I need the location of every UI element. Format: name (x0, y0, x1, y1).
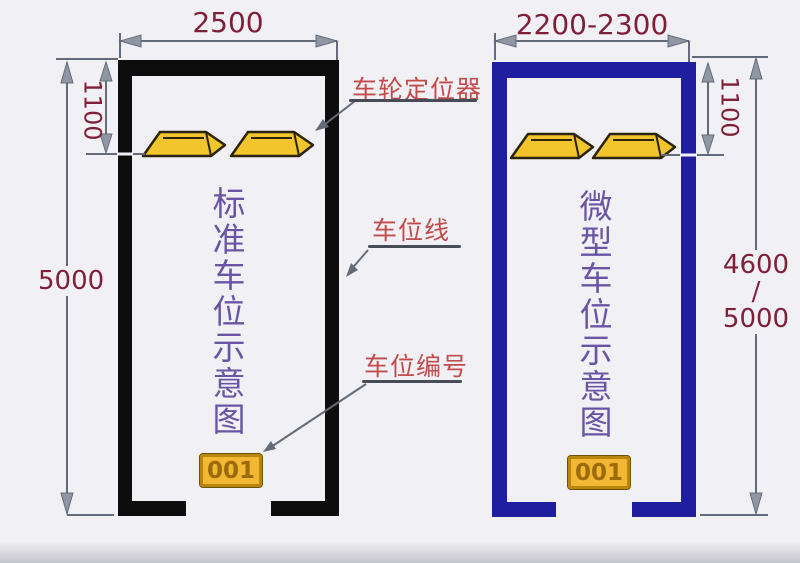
parking-number-right: 001 (574, 459, 623, 486)
dimension-wheel-offset-left (56, 58, 145, 156)
micro-parking-outline (492, 62, 696, 517)
width-dim-right: 2200-2300 (515, 8, 669, 41)
width-dim-left: 2500 (192, 6, 264, 39)
leader-arrow-wheel-positioner (315, 100, 356, 131)
parking-number-badge-right: 001 (567, 455, 631, 490)
dimension-width-right (493, 33, 691, 62)
wheel-offset-dim-left: 1100 (78, 79, 107, 141)
bottom-shadow (0, 541, 800, 563)
parking-number-badge-left: 001 (199, 453, 263, 488)
dimension-width-left (118, 33, 339, 60)
length-dim-right-max: 5000 (719, 304, 793, 334)
label-parking-number: 车位编号 (364, 352, 469, 381)
length-dim-left: 5000 (35, 266, 108, 296)
label-parking-line-underline (368, 245, 461, 248)
label-parking-number-underline (362, 380, 462, 383)
leader-arrow-parking-line (346, 249, 369, 277)
length-dim-right-min: 4600 (719, 250, 793, 280)
wheel-stop-icon (141, 130, 227, 158)
wheel-stop-icon (509, 132, 595, 160)
parking-number-left: 001 (206, 457, 255, 484)
wheel-offset-dim-right: 1100 (715, 76, 744, 138)
label-parking-line: 车位线 (372, 216, 451, 245)
standard-parking-outline (118, 60, 339, 516)
leader-arrow-parking-number (263, 383, 367, 452)
standard-parking-title: 标准车位示意图 (207, 186, 246, 438)
length-dim-right-separator: / (748, 277, 764, 307)
wheel-stop-icon (229, 130, 315, 158)
wheel-stop-icon (591, 132, 677, 160)
label-wheel-positioner-underline (349, 99, 477, 102)
length-dim-right: 4600 / 5000 (715, 250, 797, 334)
dimension-wheel-offset-right (662, 56, 768, 157)
micro-parking-title: 微型车位示意图 (574, 189, 613, 441)
